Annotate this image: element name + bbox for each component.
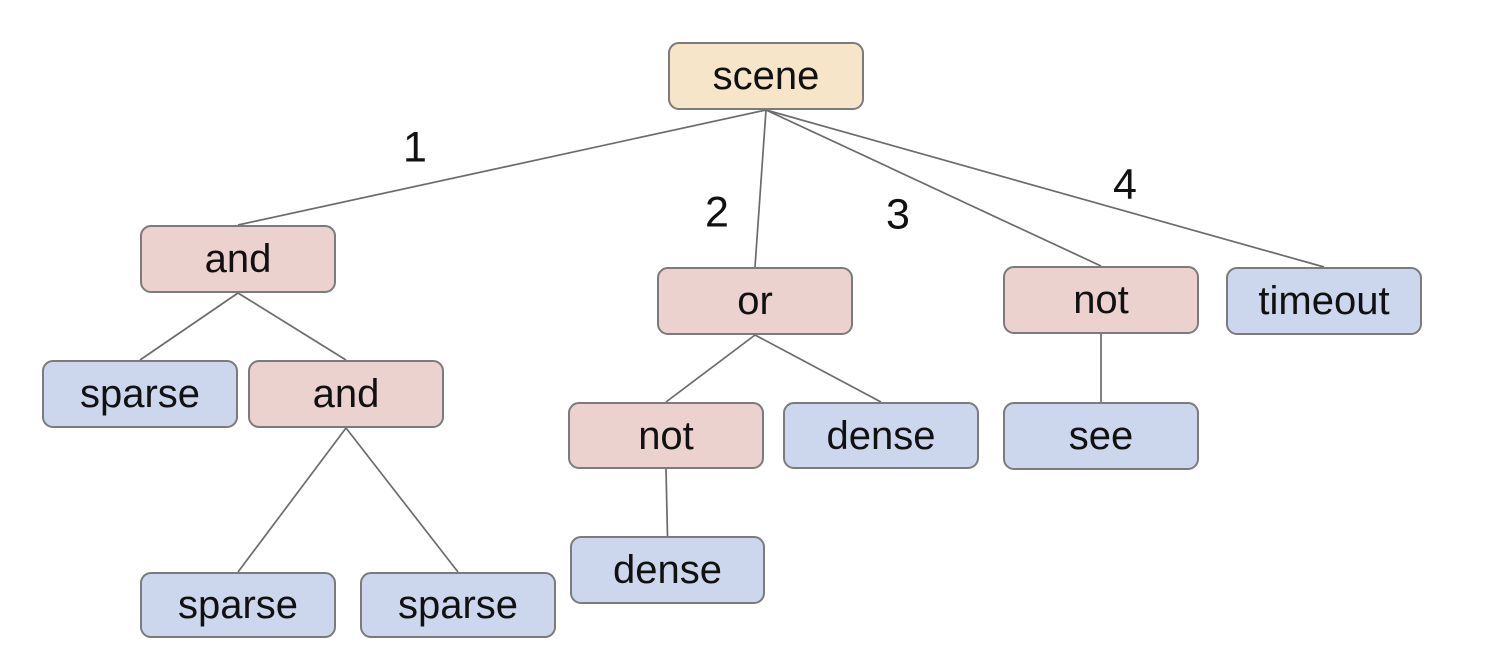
node-scene: scene — [668, 42, 864, 110]
node-timeout-1: timeout — [1226, 267, 1422, 335]
edge-not-2-to-dense-2 — [665, 468, 669, 537]
edge-scene-to-not-1 — [765, 109, 1102, 267]
edge-or-1-to-dense-1 — [754, 334, 882, 403]
edge-scene-to-or-1 — [754, 109, 767, 268]
edge-and-2-to-sparse-2 — [237, 427, 347, 573]
node-sparse-1: sparse — [42, 360, 238, 428]
node-or-1: or — [657, 267, 853, 335]
node-see-1: see — [1003, 402, 1199, 470]
edge-or-1-to-not-2 — [665, 334, 756, 403]
edge-label-3: 3 — [886, 190, 910, 239]
edge-label-4: 4 — [1113, 160, 1137, 209]
edge-scene-to-timeout-1 — [765, 109, 1325, 268]
edge-and-1-to-and-2 — [237, 292, 347, 361]
node-not-2: not — [568, 402, 764, 469]
edge-label-1: 1 — [403, 123, 427, 172]
edge-and-2-to-sparse-3 — [345, 427, 459, 573]
edge-and-1-to-sparse-1 — [139, 292, 239, 361]
node-sparse-3: sparse — [360, 572, 556, 638]
node-and-2: and — [248, 360, 444, 428]
node-sparse-2: sparse — [140, 572, 336, 638]
node-and-1: and — [140, 225, 336, 293]
node-not-1: not — [1003, 266, 1199, 334]
node-dense-1: dense — [783, 402, 979, 469]
edge-label-2: 2 — [705, 188, 729, 237]
edge-scene-to-and-1 — [237, 109, 767, 226]
node-dense-2: dense — [570, 536, 765, 604]
